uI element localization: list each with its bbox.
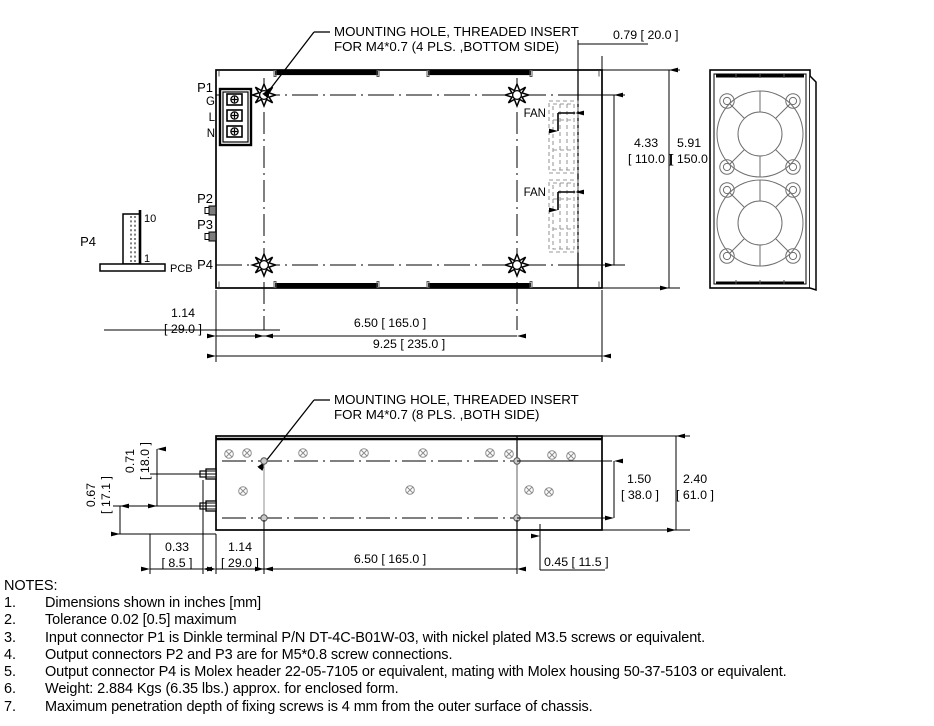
fan-label-lower: FAN bbox=[524, 187, 546, 199]
dim-hole-pitch-vertical-inch: 4.33 bbox=[634, 136, 658, 150]
dim-p3-height bbox=[111, 503, 216, 537]
connector-p4-label: P4 bbox=[197, 257, 213, 272]
corner-ticks bbox=[218, 70, 600, 288]
note-item: 4. Output connectors P2 and P3 are for M… bbox=[4, 647, 930, 664]
notes-title: NOTES: bbox=[4, 578, 58, 594]
dim-overall-depth bbox=[602, 67, 680, 291]
side-view-callout-leader bbox=[257, 399, 330, 471]
dim-edge-to-fan bbox=[577, 40, 648, 70]
dim-left-offset-side-mm: [ 29.0 ] bbox=[221, 556, 259, 570]
connector-p3-stud bbox=[204, 231, 217, 242]
note-text: Output connectors P2 and P3 are for M5*0… bbox=[45, 646, 453, 663]
connector-p1-terminal-n: N bbox=[207, 128, 215, 140]
dim-p2-height-inch: 0.71 bbox=[123, 449, 137, 473]
note-text: Dimensions shown in inches [mm] bbox=[45, 595, 262, 611]
side-view-body-outline bbox=[215, 435, 603, 531]
dim-overall-width-top bbox=[207, 290, 611, 362]
dim-p3-height-mm: [ 17.1 ] bbox=[99, 476, 113, 514]
mounting-hole-top-right bbox=[504, 83, 530, 107]
dim-p3-height-inch: 0.67 bbox=[84, 483, 98, 507]
note-text: Maximum penetration depth of fixing scre… bbox=[45, 698, 593, 715]
note-number: 2. bbox=[4, 612, 16, 629]
dim-stud-offset bbox=[141, 480, 212, 574]
note-text: Tolerance 0.02 [0.5] maximum bbox=[45, 612, 237, 629]
dim-hole-pitch-vertical-mm: [ 110.0 ] bbox=[628, 152, 672, 166]
top-view-centerlines bbox=[216, 94, 620, 266]
dim-hole-pitch-vertical-side bbox=[517, 458, 623, 521]
dim-overall-height-side-inch: 2.40 bbox=[683, 472, 707, 486]
connector-p2-stud bbox=[204, 205, 217, 216]
top-view-callout-line2: FOR M4*0.7 (4 PLS. ,BOTTOM SIDE) bbox=[334, 39, 559, 54]
dim-overall-depth-mm: [ 150.0 ] bbox=[670, 152, 715, 166]
note-item: 3. Input connector P1 is Dinkle terminal… bbox=[4, 630, 930, 647]
note-number: 7. bbox=[4, 698, 16, 715]
connector-p4-detail-label: P4 bbox=[80, 234, 96, 249]
connector-p3-label: P3 bbox=[197, 217, 213, 232]
connector-p4-pin-10-label: 10 bbox=[144, 213, 156, 225]
note-number: 6. bbox=[4, 681, 16, 698]
dim-hole-pitch-horizontal-side-text: 6.50 [ 165.0 ] bbox=[354, 552, 426, 566]
note-number: 4. bbox=[4, 646, 16, 663]
dim-overall-depth-inch: 5.91 bbox=[677, 136, 701, 150]
note-item: 7. Maximum penetration depth of fixing s… bbox=[4, 699, 930, 716]
connector-p1-block bbox=[218, 87, 253, 147]
note-text: Weight: 2.884 Kgs (6.35 lbs.) approx. fo… bbox=[45, 681, 399, 698]
vent-slots-top bbox=[273, 70, 533, 77]
side-view-callout-line1: MOUNTING HOLE, THREADED INSERT bbox=[334, 392, 579, 407]
side-view-centerlines bbox=[222, 460, 602, 519]
top-view-body-outline bbox=[215, 69, 603, 289]
connector-p4-detail bbox=[99, 210, 166, 272]
dim-stud-offset-mm: [ 8.5 ] bbox=[162, 556, 193, 570]
dim-hole-pitch-vertical bbox=[578, 92, 625, 268]
note-item: 1. Dimensions shown in inches [mm] bbox=[4, 595, 930, 612]
dim-p2-height-mm: [ 18.0 ] bbox=[138, 442, 152, 480]
dim-right-offset bbox=[531, 524, 605, 571]
top-view: FAN FAN P1 bbox=[80, 24, 715, 362]
note-item: 2. Tolerance 0.02 [0.5] maximum bbox=[4, 612, 930, 629]
note-number: 5. bbox=[4, 664, 16, 681]
top-view-callout-leader bbox=[262, 31, 330, 98]
dim-hole-pitch-vertical-side-mm: [ 38.0 ] bbox=[621, 488, 659, 502]
connector-p1-terminal-g: G bbox=[206, 96, 215, 108]
dim-p2-height bbox=[148, 446, 206, 509]
vent-slots-bottom bbox=[273, 281, 533, 288]
dim-hole-pitch-horizontal-side bbox=[255, 520, 526, 574]
connector-p1-label: P1 bbox=[197, 80, 213, 95]
dim-stud-offset-inch: 0.33 bbox=[165, 540, 189, 554]
dim-overall-width-top-text: 9.25 [ 235.0 ] bbox=[373, 337, 445, 351]
dim-overall-height-side-mm: [ 61.0 ] bbox=[676, 488, 714, 502]
dim-right-offset-text: 0.45 [ 11.5 ] bbox=[544, 555, 609, 569]
connector-p1-terminal-l: L bbox=[209, 112, 216, 124]
connector-p4-pin-1-label: 1 bbox=[144, 253, 150, 265]
side-view-callout-line2: FOR M4*0.7 (8 PLS. ,BOTH SIDE) bbox=[334, 407, 539, 422]
mounting-hole-bottom-left bbox=[251, 253, 277, 277]
side-view-hole-axes bbox=[263, 461, 518, 518]
right-end-view bbox=[709, 69, 817, 292]
top-view-centerlines-vert bbox=[263, 78, 518, 330]
note-text: Input connector P1 is Dinkle terminal P/… bbox=[45, 629, 706, 646]
connector-p4-pcb-label: PCB bbox=[170, 263, 193, 275]
mounting-hole-bottom-right bbox=[504, 253, 530, 277]
top-view-callout-line1: MOUNTING HOLE, THREADED INSERT bbox=[334, 24, 579, 39]
fan-label-upper: FAN bbox=[524, 108, 546, 120]
dim-edge-to-fan-text: 0.79 [ 20.0 ] bbox=[613, 28, 678, 42]
dim-hole-pitch-horizontal-top-text: 6.50 [ 165.0 ] bbox=[354, 316, 426, 330]
dim-left-offset-side-inch: 1.14 bbox=[228, 540, 252, 554]
fan-hidden-outline-group bbox=[548, 100, 579, 253]
connector-p2-label: P2 bbox=[197, 191, 213, 206]
fan-airflow-arrows bbox=[549, 110, 584, 213]
note-number: 1. bbox=[4, 595, 16, 611]
dim-left-offset-top-mm: [ 29.0 ] bbox=[164, 322, 202, 336]
dim-left-offset-top-inch: 1.14 bbox=[171, 306, 195, 320]
note-text: Output connector P4 is Molex header 22-0… bbox=[45, 664, 787, 681]
dim-overall-height-side bbox=[602, 433, 690, 533]
notes-block: NOTES: 1. Dimensions shown in inches [mm… bbox=[4, 578, 930, 716]
note-item: 6. Weight: 2.884 Kgs (6.35 lbs.) approx.… bbox=[4, 681, 930, 698]
note-item: 5. Output connector P4 is Molex header 2… bbox=[4, 664, 930, 681]
dim-hole-pitch-vertical-side-inch: 1.50 bbox=[627, 472, 651, 486]
note-number: 3. bbox=[4, 629, 16, 646]
side-view: MOUNTING HOLE, THREADED INSERT FOR M4*0.… bbox=[84, 392, 714, 574]
